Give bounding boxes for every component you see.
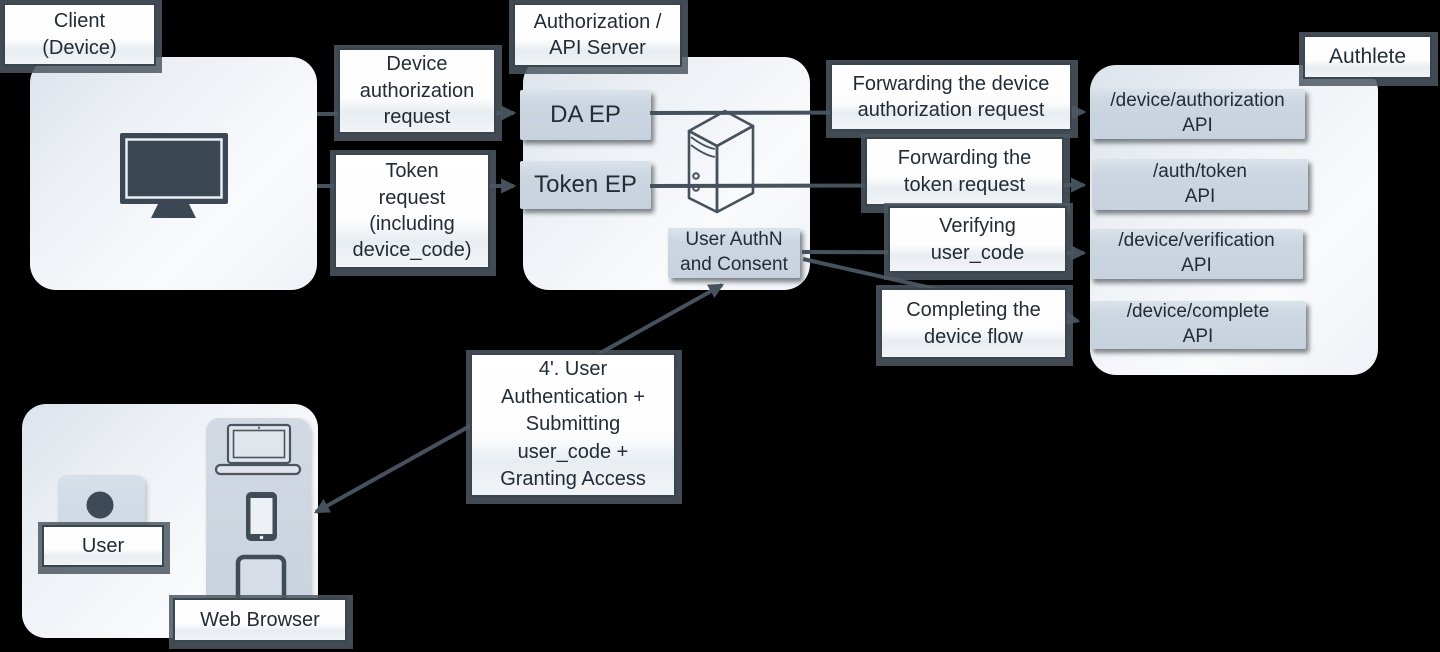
server-icon [687, 109, 755, 214]
completing-device-flow-label: Completing the device flow [880, 288, 1067, 359]
tv-stand [151, 204, 196, 218]
api-device-authorization: /device/authorization API [1090, 89, 1305, 139]
laptop-icon [214, 423, 302, 476]
tv-icon [120, 133, 228, 218]
fwd-token-label: Forwarding the token request [865, 137, 1064, 206]
device-auth-request-label: Device authorization request [338, 48, 496, 134]
user-auth-flow-annotation: 4'. User Authentication + Submitting use… [470, 353, 676, 497]
verifying-user-code-label: Verifying user_code [888, 206, 1067, 273]
fwd-device-auth-label: Forwarding the device authorization requ… [830, 63, 1072, 131]
auth-server-label: Authorization / API Server [513, 3, 682, 67]
authlete-label: Authlete [1303, 35, 1432, 79]
api-device-verification: /device/verification API [1090, 229, 1303, 279]
web-browser-label: Web Browser [173, 598, 347, 642]
token-ep-node: Token EP [520, 161, 651, 209]
da-ep-node: DA EP [520, 90, 651, 140]
avatar-head [86, 491, 114, 519]
user-label: User [42, 525, 164, 567]
token-request-label: Token request (including device_code) [334, 153, 490, 269]
smartphone-icon [246, 492, 277, 541]
client-label: Client (Device) [3, 3, 156, 66]
user-authn-node: User AuthN and Consent [668, 228, 800, 278]
api-auth-token: /auth/token API [1092, 159, 1308, 210]
api-device-complete: /device/complete API [1090, 301, 1306, 349]
tv-screen [120, 133, 228, 204]
tv-screen-inner-border [125, 138, 223, 199]
